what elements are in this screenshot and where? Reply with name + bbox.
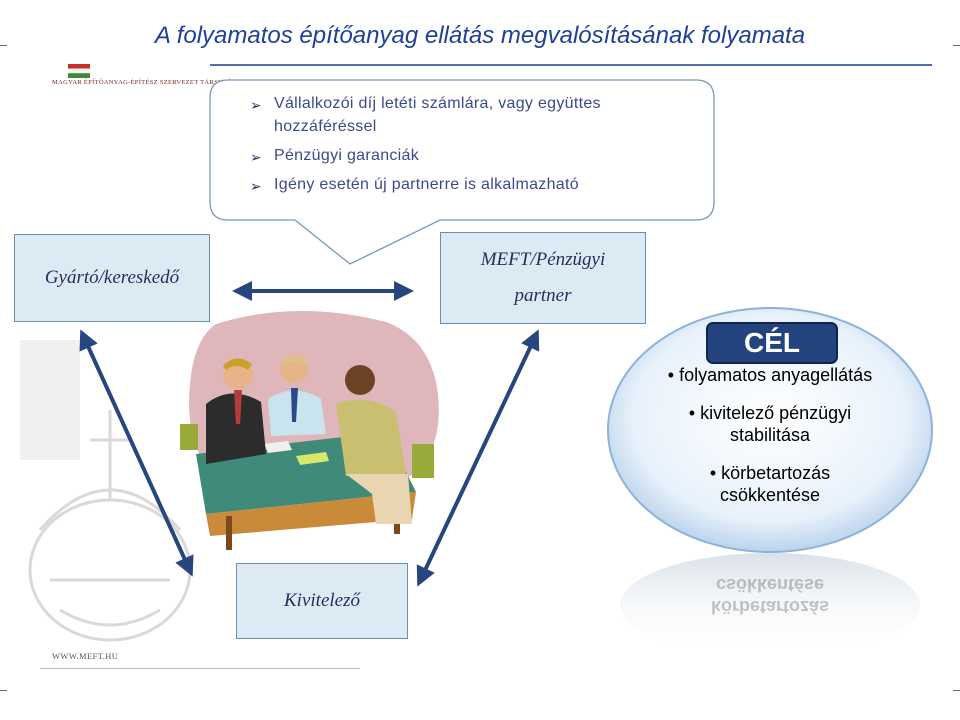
callout-list: ➢ Vállalkozói díj letéti számlára, vagy … (250, 92, 705, 202)
callout-bubble (209, 79, 715, 265)
goal-item: • kivitelező pénzügyi stabilitása (688, 403, 852, 445)
bullet-arrow-icon: ➢ (250, 178, 263, 194)
slide-title: A folyamatos építőanyag ellátás megvalós… (154, 22, 806, 49)
flag-icon (68, 64, 90, 78)
crown-watermark (20, 340, 192, 642)
callout-item: ➢ Pénzügyi garanciák (250, 144, 705, 167)
callout-item-text: Igény esetén új partnerre is alkalmazhat… (274, 176, 579, 193)
bullet-arrow-icon: ➢ (250, 97, 263, 113)
partner-label-line2: partner (514, 285, 572, 306)
footer-url: WWW.MEFT.HU (52, 651, 119, 661)
reflection-line: körbetartozás (710, 597, 830, 617)
partner-box: MEFT/Pénzügyi partner (440, 232, 646, 324)
header-rule (210, 64, 932, 66)
callout-item: ➢ Vállalkozói díj letéti számlára, vagy … (250, 92, 705, 138)
double-arrow-icon (79, 329, 194, 577)
goal-item: • körbetartozás csökkentése (709, 463, 831, 505)
contractor-box: Kivitelező (236, 563, 408, 639)
logo-text: MAGYAR ÉPÍTŐANYAG-ÉPÍTÉSZ SZERVEZET TÁRS… (52, 79, 253, 86)
manufacturer-box: Gyártó/kereskedő (14, 234, 210, 322)
logo: MAGYAR ÉPÍTŐANYAG-ÉPÍTÉSZ SZERVEZET TÁRS… (52, 64, 252, 90)
partner-label-line1: MEFT/Pénzügyi (480, 249, 606, 270)
contractor-label: Kivitelező (284, 590, 360, 611)
crop-mark (953, 45, 960, 46)
goal-item: • folyamatos anyagellátás (667, 365, 873, 385)
goal-reflection: körbetartozás csökkentése (660, 574, 880, 618)
manufacturer-label: Gyártó/kereskedő (44, 267, 180, 288)
crop-mark (0, 690, 7, 691)
reflection-line: csökkentése (715, 575, 825, 595)
callout-item-text: Vállalkozói díj letéti számlára, vagy eg… (274, 95, 601, 135)
crop-mark (0, 45, 7, 46)
bullet-arrow-icon: ➢ (250, 149, 263, 165)
crop-mark (953, 690, 960, 691)
double-arrow-icon (416, 329, 540, 587)
footer-rule (40, 668, 360, 669)
goal-badge: CÉL (706, 322, 838, 364)
goal-list: • folyamatos anyagellátás • kivitelező p… (660, 364, 880, 522)
goal-circle (607, 307, 933, 645)
callout-item-text: Pénzügyi garanciák (274, 147, 420, 164)
callout-item: ➢ Igény esetén új partnerre is alkalmazh… (250, 173, 705, 196)
